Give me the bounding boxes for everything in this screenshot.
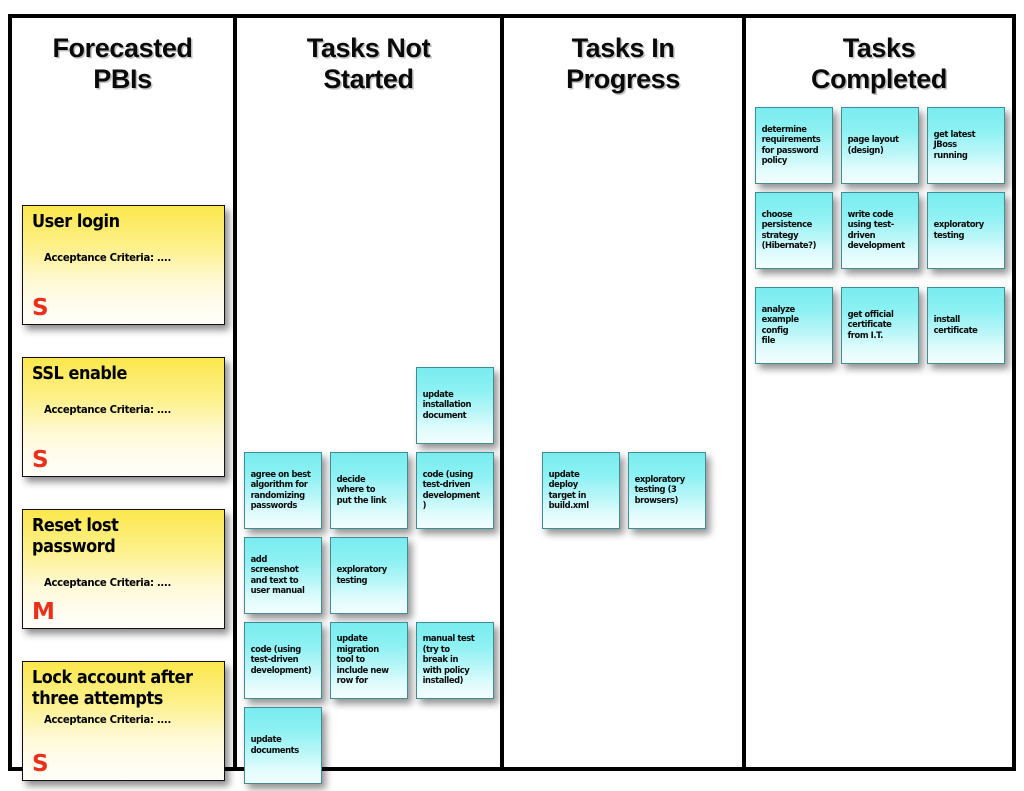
task-card[interactable]: manual test (try to break in with policy… bbox=[416, 622, 494, 699]
task-card[interactable]: update documents bbox=[244, 707, 322, 784]
pbi-card-acceptance-criteria: Acceptance Criteria: .... bbox=[44, 403, 171, 416]
pbi-card-title: SSL enable bbox=[32, 364, 127, 384]
task-card-text: update migration tool to include new row… bbox=[336, 634, 389, 687]
task-card[interactable]: page layout (design) bbox=[841, 107, 919, 184]
task-card-text: update installation document bbox=[422, 389, 472, 421]
task-card-text: manual test (try to break in with policy… bbox=[422, 634, 475, 687]
task-card-text: update deploy target in build.xml bbox=[548, 469, 590, 512]
board-column-tasks-in-progress: Tasks In Progress update deploy target i… bbox=[504, 18, 746, 767]
task-card-text: determine requirements for password poli… bbox=[761, 124, 821, 167]
pbi-card-size-badge: S bbox=[32, 447, 49, 473]
task-card-text: choose persistence strategy (Hibernate?) bbox=[761, 209, 817, 252]
pbi-card-title: User login bbox=[32, 212, 120, 232]
task-card[interactable]: code (using test-driven development) bbox=[244, 622, 322, 699]
task-card[interactable]: update migration tool to include new row… bbox=[330, 622, 408, 699]
task-card-text: code (using test-driven development ) bbox=[422, 469, 481, 512]
task-card-text: get official certificate from I.T. bbox=[847, 309, 894, 341]
task-card[interactable]: exploratory testing bbox=[330, 537, 408, 614]
task-card[interactable]: decide where to put the link bbox=[330, 452, 408, 529]
task-card-text: get latest JBoss running bbox=[933, 129, 976, 161]
board-column-tasks-not-started: Tasks Not Started update installation do… bbox=[237, 18, 504, 784]
column-body-tasks-completed[interactable]: determine requirements for password poli… bbox=[746, 95, 1012, 767]
task-card[interactable]: update deploy target in build.xml bbox=[542, 452, 620, 529]
pbi-card-acceptance-criteria: Acceptance Criteria: .... bbox=[44, 251, 171, 264]
task-card-text: page layout (design) bbox=[847, 135, 899, 156]
task-card-text: decide where to put the link bbox=[336, 474, 387, 506]
task-card-text: update documents bbox=[250, 735, 300, 756]
task-card[interactable]: choose persistence strategy (Hibernate?) bbox=[755, 192, 833, 269]
column-header-forecasted-pbis: Forecasted PBIs bbox=[52, 33, 193, 94]
task-card[interactable]: exploratory testing bbox=[927, 192, 1005, 269]
task-card[interactable]: code (using test-driven development ) bbox=[416, 452, 494, 529]
task-card[interactable]: add screenshot and text to user manual bbox=[244, 537, 322, 614]
task-card-text: write code using test- driven developmen… bbox=[847, 209, 906, 252]
task-card-text: install certificate bbox=[933, 315, 978, 336]
task-card-text: add screenshot and text to user manual bbox=[250, 554, 305, 597]
column-header-tasks-in-progress: Tasks In Progress bbox=[566, 33, 680, 94]
column-header-tasks-completed: Tasks Completed bbox=[811, 33, 947, 94]
task-card[interactable]: agree on best algorithm for randomizing … bbox=[244, 452, 322, 529]
task-card[interactable]: get latest JBoss running bbox=[927, 107, 1005, 184]
task-card-text: agree on best algorithm for randomizing … bbox=[250, 469, 311, 512]
task-card-text: exploratory testing bbox=[933, 220, 985, 241]
pbi-card-size-badge: S bbox=[32, 295, 49, 321]
task-card[interactable]: determine requirements for password poli… bbox=[755, 107, 833, 184]
task-card[interactable]: write code using test- driven developmen… bbox=[841, 192, 919, 269]
pbi-card-acceptance-criteria: Acceptance Criteria: .... bbox=[44, 576, 171, 589]
task-card[interactable]: get official certificate from I.T. bbox=[841, 287, 919, 364]
task-card[interactable]: analyze example config file bbox=[755, 287, 833, 364]
pbi-card-title: Reset lost password bbox=[32, 516, 119, 557]
task-card[interactable]: exploratory testing (3 browsers) bbox=[628, 452, 706, 529]
task-card-text: analyze example config file bbox=[761, 304, 799, 347]
pbi-card-title: Lock account after three attempts bbox=[32, 668, 193, 709]
column-header-tasks-not-started: Tasks Not Started bbox=[306, 33, 431, 94]
task-card[interactable]: install certificate bbox=[927, 287, 1005, 364]
task-card-text: code (using test-driven development) bbox=[250, 644, 312, 676]
pbi-card-size-badge: S bbox=[32, 751, 49, 777]
task-card[interactable]: update installation document bbox=[416, 367, 494, 444]
task-card-text: exploratory testing bbox=[336, 565, 388, 586]
board-column-tasks-completed: Tasks Completed determine requirements f… bbox=[746, 18, 1012, 767]
pbi-card-acceptance-criteria: Acceptance Criteria: .... bbox=[44, 713, 171, 726]
column-body-tasks-not-started[interactable]: update installation document agree on bes… bbox=[237, 95, 500, 784]
task-card-text: exploratory testing (3 browsers) bbox=[634, 474, 686, 506]
pbi-card-size-badge: M bbox=[32, 599, 55, 625]
column-body-tasks-in-progress[interactable]: update deploy target in build.xml explora… bbox=[504, 95, 742, 767]
